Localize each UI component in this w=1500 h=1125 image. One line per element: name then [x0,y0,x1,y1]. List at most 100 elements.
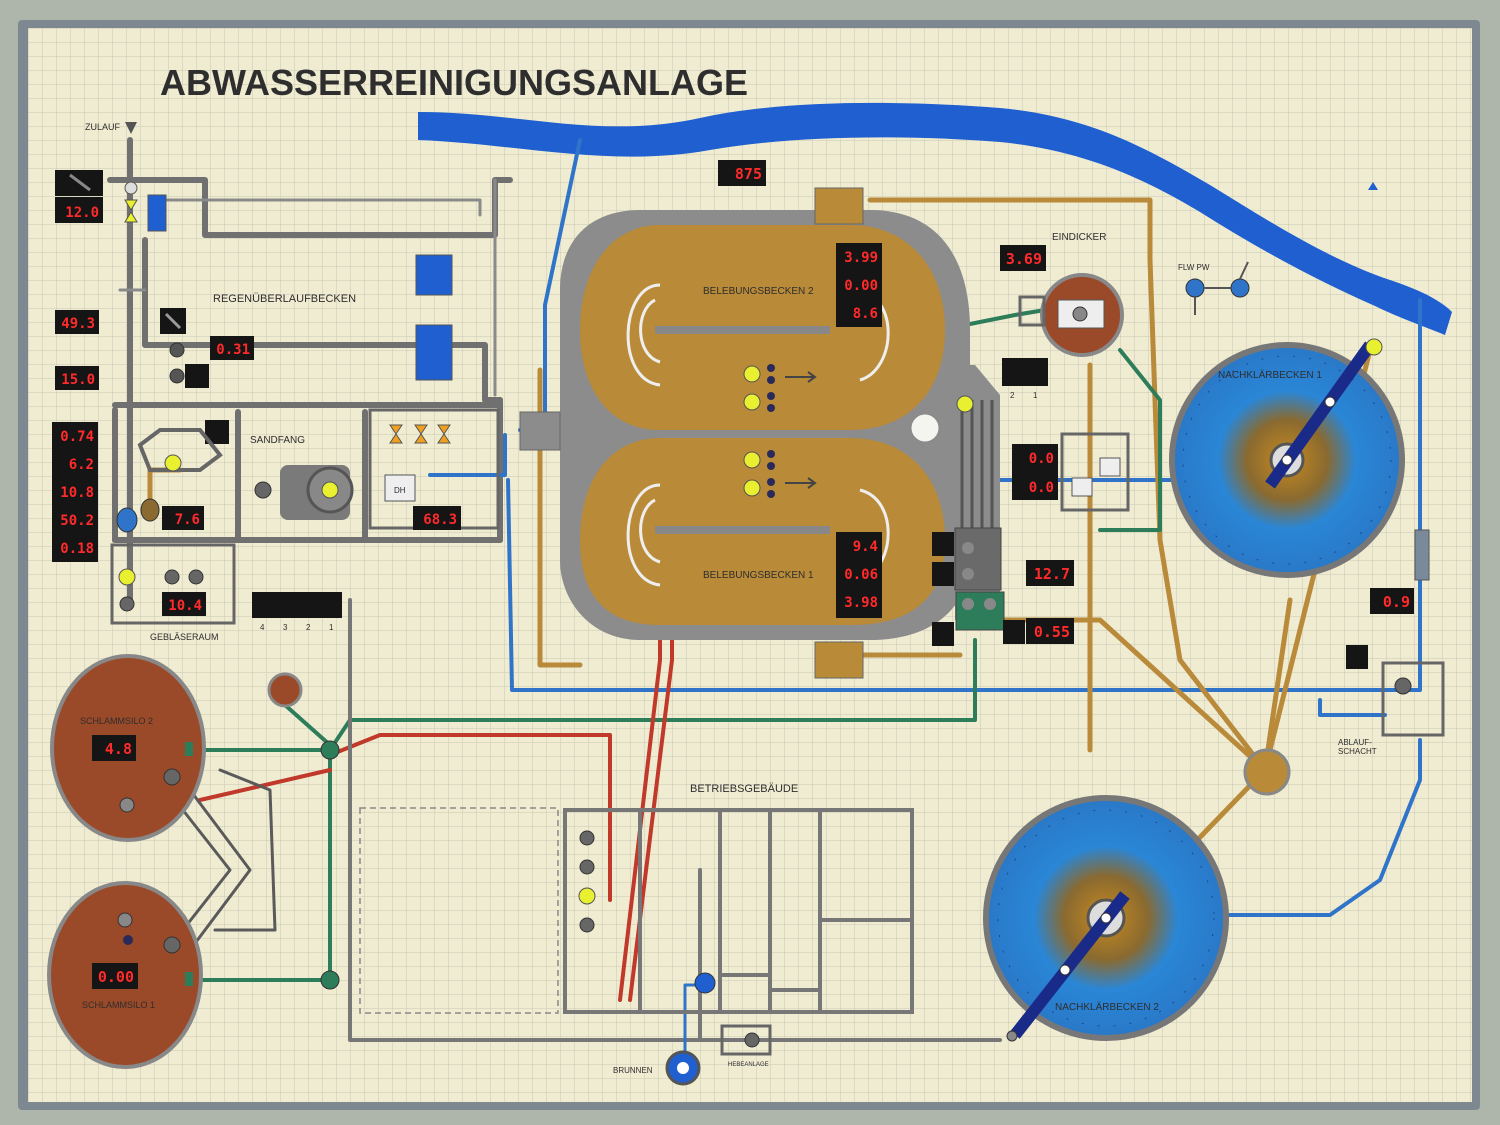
switch-num-label: 1 [329,623,334,632]
excess-pump-switch[interactable] [932,622,954,646]
flow-arrow-icon [785,477,817,489]
valve-open-icon[interactable] [124,199,138,223]
bb1-label: BELEBUNGSBECKEN 1 [703,570,814,581]
geblaeseraum: GEBLÄSERAUM 7.6 10.4 4 3 2 1 [110,498,342,642]
valve-icon [124,181,138,195]
rub-display: 0.31 [216,342,250,358]
aeration-basins: BELEBUNGSBECKEN 2 BELEBUNGSBECKEN 1 3.99… [519,187,970,679]
switch-num-label: 2 [1010,391,1015,400]
pump-lamp-icon [169,368,185,384]
bb1-display-2: 0.06 [844,567,878,583]
river-flow-display: 875 [735,165,762,183]
param-display-2: 6.2 [69,457,94,473]
sandfang-area: SANDFANG DH 68.3 [137,408,500,530]
nachklaerbecken-1: NACHKLÄRBECKEN 1 [1169,338,1405,578]
aerator-lamp-icon [743,365,761,383]
building-lamp-icon [578,887,596,905]
rub-label: REGENÜBERLAUFBECKEN [213,293,356,305]
sandfang-classifier-lamp-icon [321,481,339,499]
hebeanlage-label: HEBEANLAGE [728,1062,769,1068]
sandfang-flow-display: 68.3 [423,512,457,528]
silo1-display: 0.00 [98,968,134,986]
blower-pressure-display: 10.4 [168,598,202,614]
pump-switch[interactable] [185,364,209,388]
plant-title: ABWASSERREINIGUNGSANLAGE [160,62,748,103]
nkb1-label: NACHKLÄRBECKEN 1 [1218,369,1322,381]
flow-display-1: 49.3 [61,316,95,332]
ablaufschacht-label-1: ABLAUF- [1338,738,1372,747]
sandfang-lamp-icon [164,454,182,472]
nkb2-label: NACHKLÄRBECKEN 2 [1055,1001,1159,1013]
blower-switch-bank[interactable] [252,592,342,618]
return-pump-switch[interactable] [932,532,954,556]
geblaeseraum-label: GEBLÄSERAUM [150,632,219,642]
dh-label: DH [394,486,406,495]
param-display-4: 50.2 [60,513,94,529]
switch-num-label: 2 [306,623,311,632]
betriebsgebaeude: BETRIEBSGEBÄUDE BRUNNEN HEBEANLAGE [359,783,914,1086]
ablaufschacht: ABLAUF- SCHACHT [1338,661,1445,756]
rub-controls: 0.31 [160,308,254,388]
blower-temp-display: 7.6 [175,512,200,528]
sludge-pump-icon [267,672,303,708]
rub-tank-1 [415,254,453,296]
aerator-lamp-icon [743,479,761,497]
flow-display-2: 15.0 [61,372,95,388]
bb2-display-2: 0.00 [844,278,878,294]
ablaufschacht-label-2: SCHACHT [1338,747,1377,756]
switch-num-label: 4 [260,623,265,632]
ablauf-display: 0.9 [1383,593,1410,611]
return-pump-lamp-icon [956,395,974,413]
river [418,102,1452,335]
aerator-lamp-icon [743,451,761,469]
clarifier1-lamp-icon [1365,338,1383,356]
bb2-label: BELEBUNGSBECKEN 2 [703,286,814,297]
mid-display-2: 0.0 [1029,480,1054,496]
bb1-display-1: 9.4 [853,539,878,555]
return-sludge-display: 12.7 [1034,565,1070,583]
schlammsilo-1: SCHLAMMSILO 1 0.00 [47,881,203,1069]
screen-unit [147,194,167,232]
distribution-structure [1243,748,1291,796]
switch-num-label: 1 [1033,391,1038,400]
left-display-column: 12.0 49.3 15.0 0.74 6.2 10.8 50.2 0.18 [52,170,103,562]
schlammsilo-2: SCHLAMMSILO 2 4.8 [50,654,206,842]
flw-pw-label: FLW PW [1178,263,1210,272]
excess-sludge-display: 0.55 [1034,623,1070,641]
switch-num-label: 3 [283,623,288,632]
building-label: BETRIEBSGEBÄUDE [690,783,798,795]
inlet-triangle-icon [125,122,137,134]
silo1-label: SCHLAMMSILO 1 [82,1000,155,1010]
blower-lamp-icon [118,568,136,586]
eindicker: EINDICKER 3.69 2 1 [1000,232,1130,512]
aerator-lamp-icon [743,393,761,411]
blower-valve-icon[interactable] [437,424,451,444]
ablauf-switch[interactable] [1346,645,1368,669]
pump-lamp-icon [169,342,185,358]
rub-tank-2 [415,324,453,381]
zulauf-label: ZULAUF [85,122,121,132]
blower-valve-icon[interactable] [389,424,403,444]
return-sludge-station [932,365,1025,646]
nachklaerbecken-2: NACHKLÄRBECKEN 2 [983,795,1229,1042]
flow-arrow-icon [785,371,817,383]
bb1-display-3: 3.98 [844,595,878,611]
param-display-3: 10.8 [60,485,94,501]
zulauf-display: 12.0 [65,205,99,221]
excess-pump-switch[interactable] [1003,620,1025,644]
silo2-label: SCHLAMMSILO 2 [80,716,153,726]
eindicker-display: 3.69 [1006,250,1042,268]
sandfang-label: SANDFANG [250,435,305,446]
bb2-display-1: 3.99 [844,250,878,266]
return-pump-switch[interactable] [932,562,954,586]
bb2-display-3: 8.6 [853,306,878,322]
eindicker-label: EINDICKER [1052,232,1106,243]
param-display-5: 0.18 [60,541,94,557]
silo2-display: 4.8 [105,740,132,758]
eindicker-switch-bank[interactable] [1002,358,1048,386]
brunnen-label: BRUNNEN [613,1066,653,1075]
blower-valve-icon[interactable] [414,424,428,444]
mid-display-1: 0.0 [1029,451,1054,467]
